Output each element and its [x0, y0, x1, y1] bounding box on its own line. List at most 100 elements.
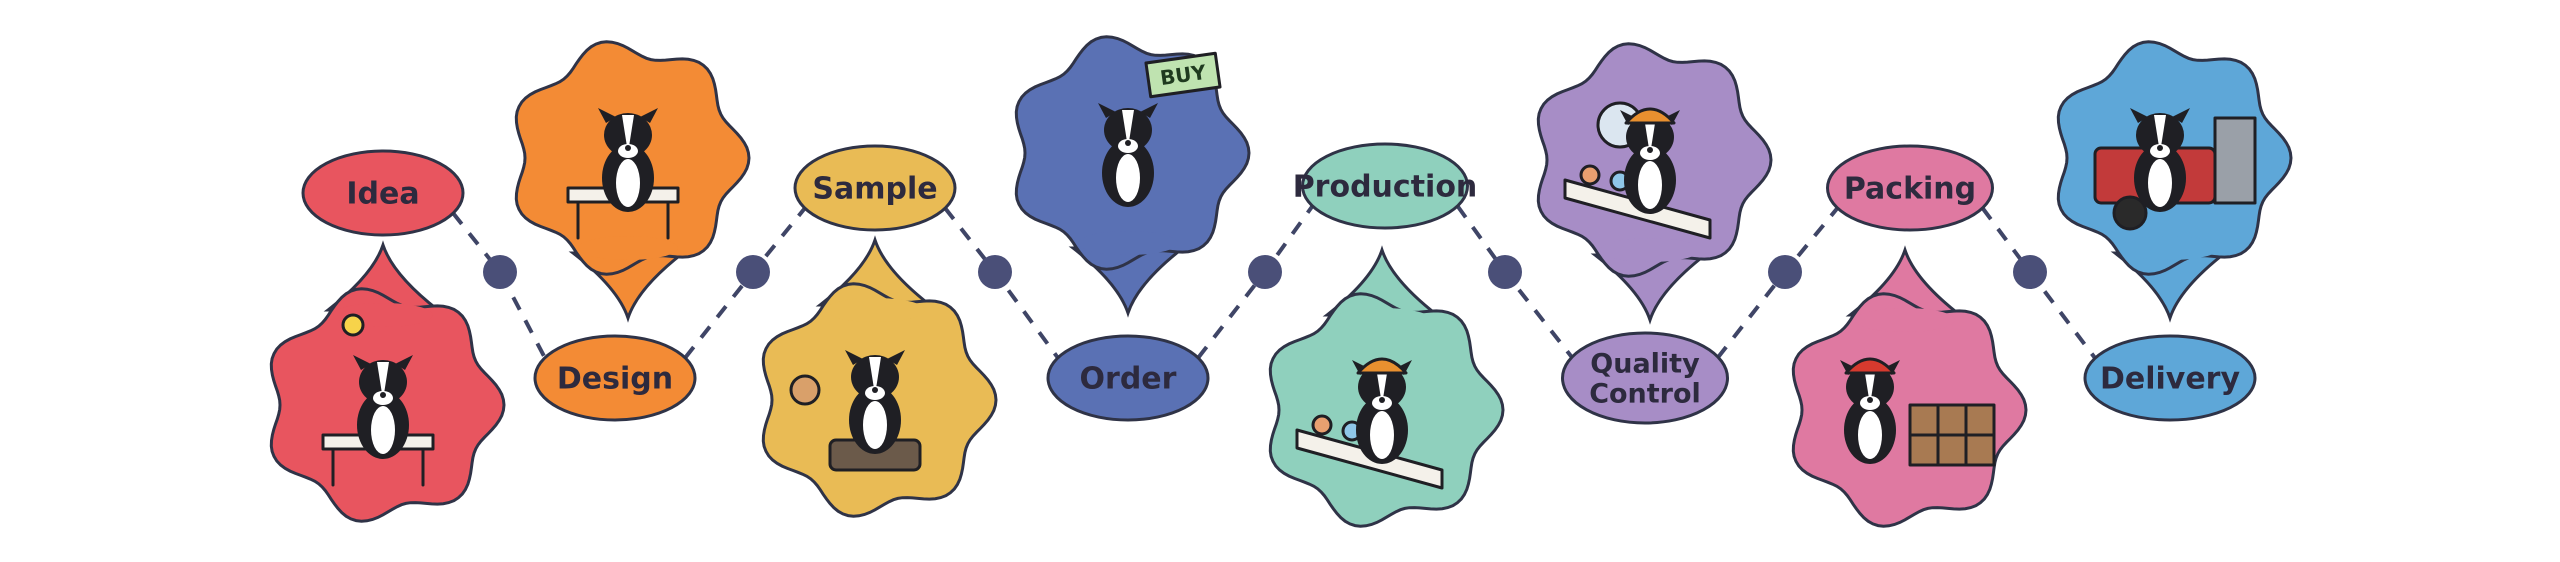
dog-nose-icon [1379, 397, 1385, 403]
dog-ear-icon [1140, 103, 1158, 118]
truck-trailer-icon [2213, 116, 2257, 205]
dog-blaze-icon [377, 362, 389, 400]
connector-dot-2 [736, 255, 770, 289]
cloud-seam [2120, 236, 2220, 260]
dog-chest-icon [1370, 411, 1394, 459]
dog-chest-icon [1116, 154, 1140, 202]
dog-chest-icon [1638, 161, 1662, 209]
toy-icon [1579, 164, 1601, 186]
dog-ear-icon [845, 350, 863, 365]
step-pill [301, 149, 465, 237]
dog-ear-icon [2172, 108, 2190, 123]
step-label: Order [1080, 362, 1177, 397]
dog-sewing-sample-icon [789, 350, 922, 472]
box-icon [1936, 403, 1968, 437]
buy-sign: BUY [1144, 51, 1222, 99]
step-pill [1826, 144, 1994, 232]
dog-nose-icon [2157, 145, 2163, 151]
connector-line-1 [451, 211, 547, 359]
hard-hat-icon [1624, 107, 1676, 125]
step-label: Design [557, 362, 673, 397]
dog-chest-icon [1858, 411, 1882, 459]
step-illustration-8 [2056, 40, 2293, 323]
wheel-icon [2112, 195, 2148, 231]
connector-dot-4 [1248, 255, 1282, 289]
box-icon [1964, 403, 1996, 437]
dog-ear-icon [353, 355, 371, 370]
dog-nose-icon [625, 145, 631, 151]
connector-dot-7 [2013, 255, 2047, 289]
step-pill [2083, 334, 2257, 422]
connector-dot-3 [978, 255, 1012, 289]
dog-ear-icon [395, 355, 413, 370]
toy-icon [1311, 414, 1333, 436]
dog-blaze-icon [2154, 115, 2166, 153]
cloud-seam [1855, 308, 1955, 332]
illustration-clouds: BUY [269, 35, 2293, 528]
dog-inspecting-with-magnifier-icon [1563, 101, 1712, 240]
dog-blaze-icon [1122, 110, 1134, 148]
dog-thinking-at-desk-icon [321, 313, 435, 487]
connector-dot-5 [1488, 255, 1522, 289]
dog-blaze-icon [622, 115, 634, 153]
dog-drawing-at-desk-icon [566, 108, 680, 240]
step-illustration-2 [514, 40, 751, 323]
step-label-line: Quality [1590, 349, 1700, 380]
dog-nose-icon [1867, 397, 1873, 403]
step-3: Sample [793, 144, 957, 232]
step-illustration-4: BUY [1014, 35, 1251, 318]
dog-chest-icon [863, 401, 887, 449]
step-illustration-3 [761, 235, 998, 518]
dog-ear-icon [640, 108, 658, 123]
cloud-seam [1078, 231, 1178, 255]
cloud-seam [1600, 238, 1700, 262]
step-illustration-1 [269, 240, 506, 523]
dog-chest-icon [616, 159, 640, 207]
dog-nose-icon [1647, 147, 1653, 153]
dog-chest-icon [371, 406, 395, 454]
step-pill [793, 144, 957, 232]
step-pill [1561, 331, 1729, 425]
step-4: Order [1046, 334, 1210, 422]
step-1: Idea [301, 149, 465, 237]
dog-ear-icon [1098, 103, 1116, 118]
dog-blaze-icon [1376, 367, 1388, 405]
dog-blaze-icon [1864, 367, 1876, 405]
dog-holding-buy-sign-icon: BUY [1098, 51, 1222, 207]
box-icon [1908, 403, 1940, 437]
step-label: Packing [1844, 172, 1976, 207]
hard-hat-icon [1356, 357, 1408, 375]
dog-nose-icon [872, 387, 878, 393]
cloud-seam [578, 236, 678, 260]
step-label: Delivery [2100, 362, 2241, 397]
step-label: Production [1293, 170, 1478, 205]
dog-nose-icon [380, 392, 386, 398]
step-5: Production [1293, 142, 1478, 230]
step-pill [533, 334, 697, 422]
box-icon [1964, 433, 1996, 467]
connector-dot-1 [483, 255, 517, 289]
box-icon [1936, 433, 1968, 467]
cloud-seam [825, 298, 925, 322]
step-label-line: Control [1589, 378, 1701, 409]
step-pill [1301, 142, 1469, 230]
step-2: Design [533, 334, 697, 422]
teddy-bear-icon [789, 374, 821, 406]
dog-chest-icon [2148, 159, 2172, 207]
step-8: Delivery [2083, 334, 2257, 422]
dog-blaze-icon [1644, 117, 1656, 155]
dog-packing-boxes-icon [1840, 357, 1996, 467]
dog-driving-truck-icon [2093, 108, 2257, 231]
connector-dots [483, 255, 2047, 289]
dog-nose-icon [1125, 140, 1131, 146]
buy-sign-board [1144, 51, 1222, 99]
box-icon [1908, 433, 1940, 467]
step-illustration-6 [1536, 42, 1773, 325]
step-pill [1046, 334, 1210, 422]
dog-ear-icon [887, 350, 905, 365]
dog-blaze-icon [869, 357, 881, 395]
